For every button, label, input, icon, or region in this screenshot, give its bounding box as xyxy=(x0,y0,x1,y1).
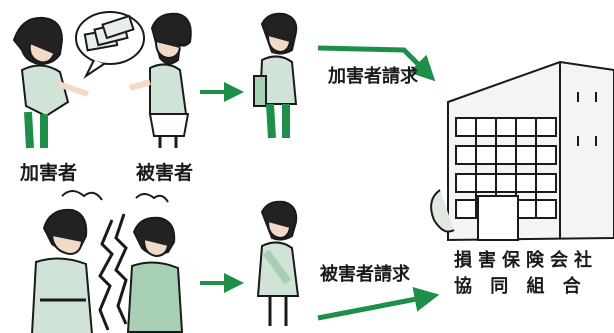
cooperative-label: 協 同 組 合 xyxy=(454,276,587,297)
insurance-building xyxy=(430,60,614,242)
arrow-perpetrator-claim xyxy=(317,45,436,82)
perpetrator-figure xyxy=(12,16,89,149)
dispute-scene xyxy=(31,190,184,333)
arrow-victim-claim xyxy=(317,287,440,321)
victim-figure xyxy=(129,12,192,148)
money-bubble xyxy=(75,11,145,79)
perpetrator-claimant xyxy=(253,12,298,139)
victim-claimant xyxy=(256,200,300,326)
handshake-scene xyxy=(12,11,192,149)
victim-claim-label: 被害者請求 xyxy=(320,264,410,285)
victim-label: 被害者 xyxy=(136,162,194,184)
insurance-company-label: 損害保険会社 xyxy=(454,250,598,271)
perpetrator-label: 加害者 xyxy=(20,162,78,184)
perpetrator-claim-label: 加害者請求 xyxy=(328,66,418,87)
